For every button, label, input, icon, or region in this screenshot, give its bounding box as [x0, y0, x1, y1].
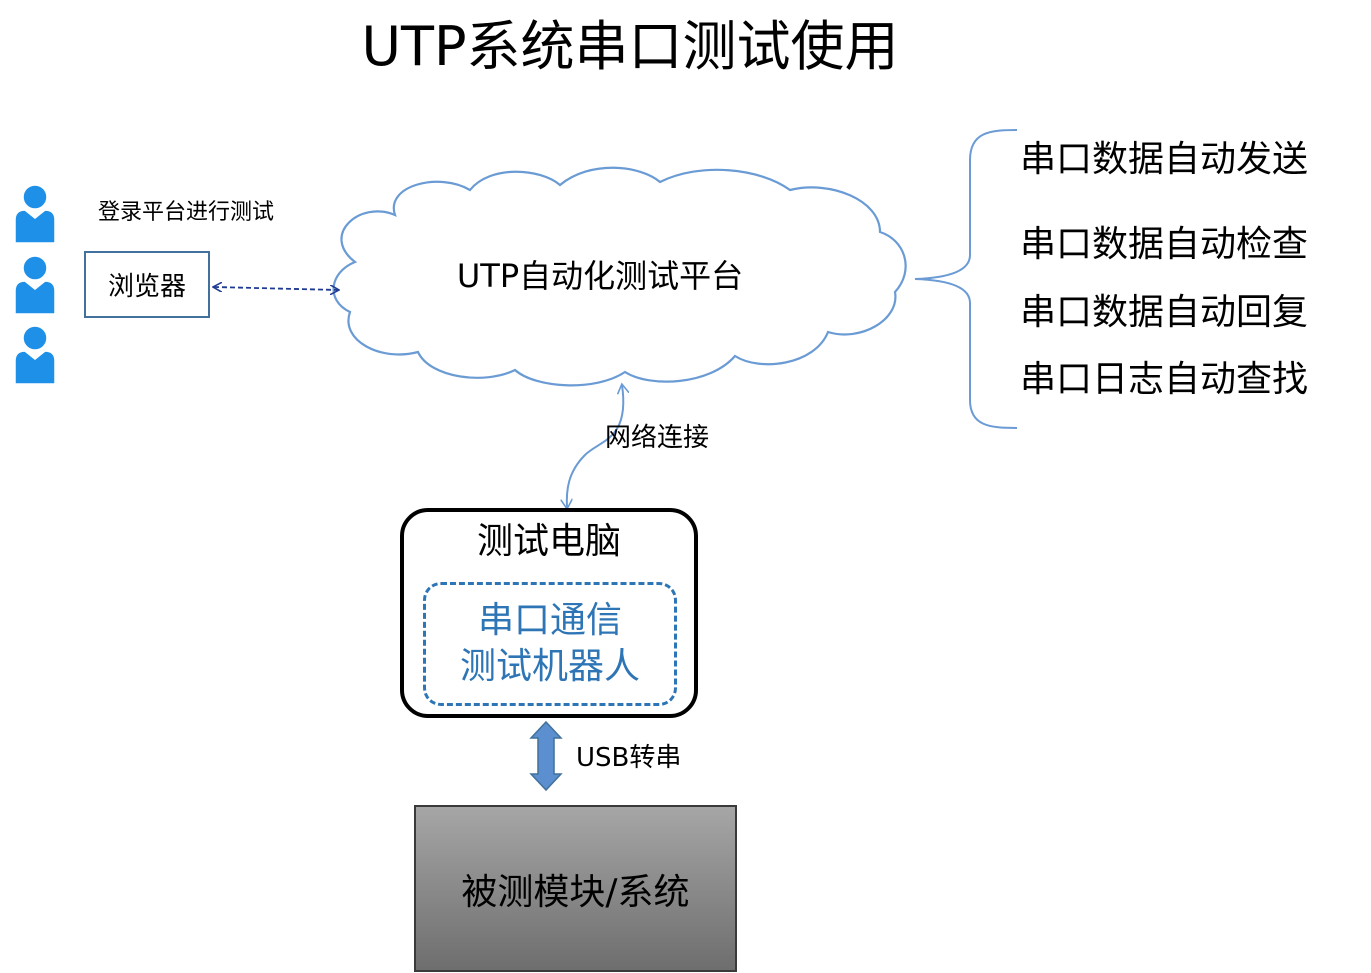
platform-label: UTP自动化测试平台	[456, 257, 744, 295]
user-icon	[14, 184, 56, 244]
dut-label: 被测模块/系统	[461, 871, 690, 913]
network-label: 网络连接	[605, 423, 710, 453]
user-icon	[14, 325, 56, 385]
robot-label-line: 测试机器人	[459, 646, 640, 687]
robot-label-line: 串口通信	[477, 600, 622, 641]
dut-box: 被测模块/系统	[414, 805, 737, 972]
browser-label: 浏览器	[107, 272, 186, 302]
usb-arrow	[529, 720, 563, 792]
network-arrow	[567, 385, 624, 508]
feature-brace	[914, 129, 1018, 429]
browser-box: 浏览器	[84, 251, 210, 318]
feature-item: 串口数据自动发送	[1020, 139, 1309, 180]
test-pc-title: 测试电脑	[476, 521, 621, 562]
feature-item: 串口数据自动检查	[1020, 224, 1309, 265]
feature-item: 串口数据自动回复	[1020, 292, 1309, 333]
user-icon	[14, 255, 56, 315]
platform-cloud	[332, 166, 907, 387]
browser-platform-arrow	[214, 287, 338, 290]
usb-label: USB转串	[576, 743, 682, 773]
page-title: UTP系统串口测试使用	[361, 15, 899, 78]
robot-box: 串口通信 测试机器人	[423, 582, 677, 706]
test-pc-box	[400, 508, 698, 718]
users-label: 登录平台进行测试	[98, 200, 275, 225]
feature-item: 串口日志自动查找	[1020, 359, 1309, 400]
